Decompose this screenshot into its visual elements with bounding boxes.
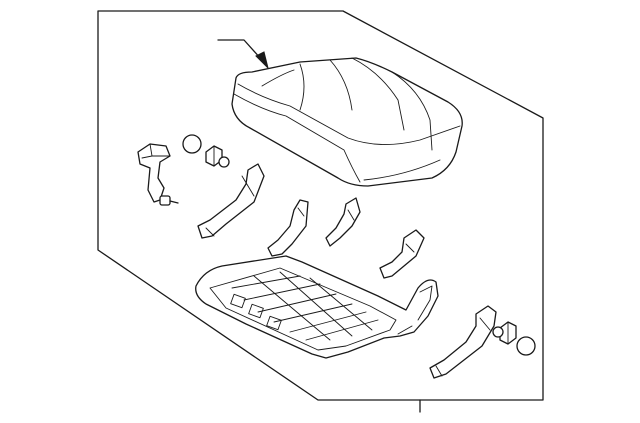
bushing-right (492, 321, 517, 345)
bracket-center-right (379, 229, 425, 279)
seat-frame (195, 255, 439, 359)
hinge-bracket-left (137, 143, 179, 206)
bushing-left (205, 145, 230, 168)
cover-trim-left (197, 163, 265, 239)
bracket-center (325, 197, 361, 247)
assembly-outline (97, 10, 544, 401)
grommet-right (516, 336, 536, 356)
bracket-center-left (267, 199, 309, 257)
seat-cushion-pad (231, 57, 463, 187)
cover-trim-right (429, 305, 497, 379)
callout-arrow (217, 39, 269, 70)
grommet-left (182, 134, 202, 154)
